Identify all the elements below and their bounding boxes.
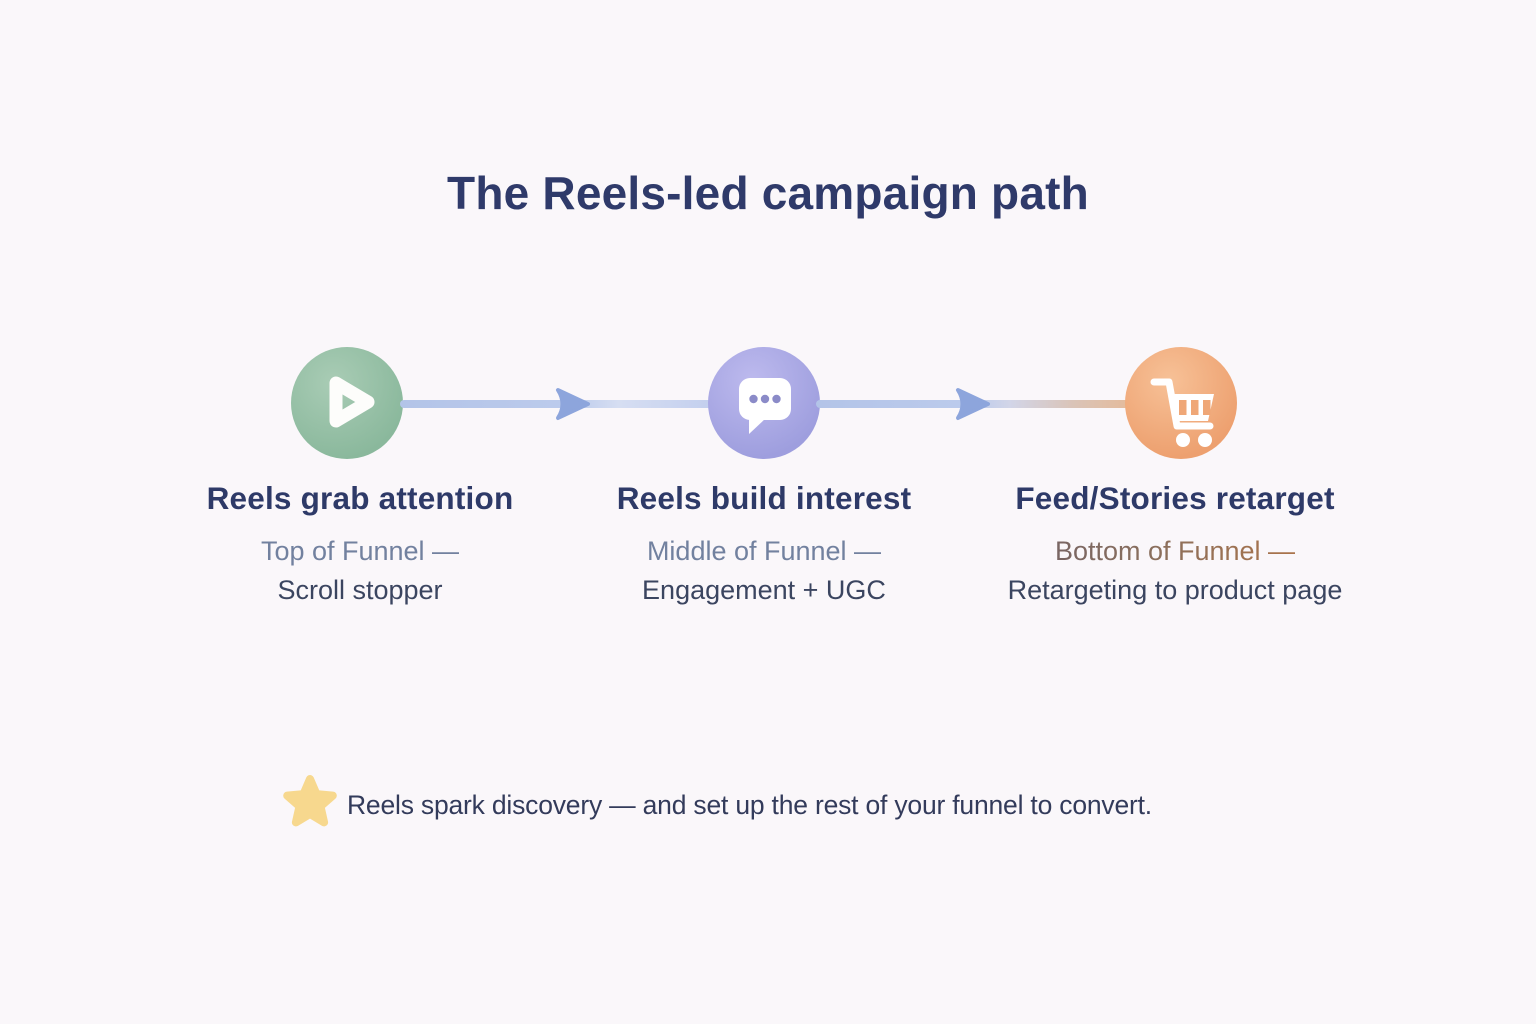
stage-circle-feed-retarget [1125,347,1237,459]
stage-reels-grab-attention: Reels grab attention Top of Funnel — Scr… [140,480,580,610]
stage-description: Engagement + UGC [642,575,886,605]
play-icon [291,345,403,462]
funnel-stage-label: Middle of Funnel — [646,536,882,566]
stage-title: Reels grab attention [206,480,514,516]
stage-title: Reels build interest [616,480,912,516]
stage-feed-stories-retarget: Feed/Stories retarget Bottom of Funnel —… [948,480,1402,610]
funnel-stage-label: Bottom of Funnel — [948,532,1402,571]
stage-description: Scroll stopper [277,575,443,605]
star-icon [281,774,339,837]
stage-circle-reels-interest [708,347,820,459]
arrowhead-icon [956,388,990,420]
arrowhead-icon [556,388,590,420]
shopping-cart-icon [1125,345,1237,462]
funnel-stage-label: Top of Funnel — [260,536,460,566]
stage-description: Retargeting to product page [1007,575,1343,605]
stage-title: Feed/Stories retarget [1015,480,1335,516]
stage-circle-reels-attention [291,347,403,459]
footer-note: Reels spark discovery — and set up the r… [281,774,1152,837]
stage-reels-build-interest: Reels build interest Middle of Funnel — … [554,480,974,610]
footer-text: Reels spark discovery — and set up the r… [347,790,1152,820]
diagram-title: The Reels-led campaign path [447,167,1089,219]
chat-bubble-icon [708,345,820,462]
